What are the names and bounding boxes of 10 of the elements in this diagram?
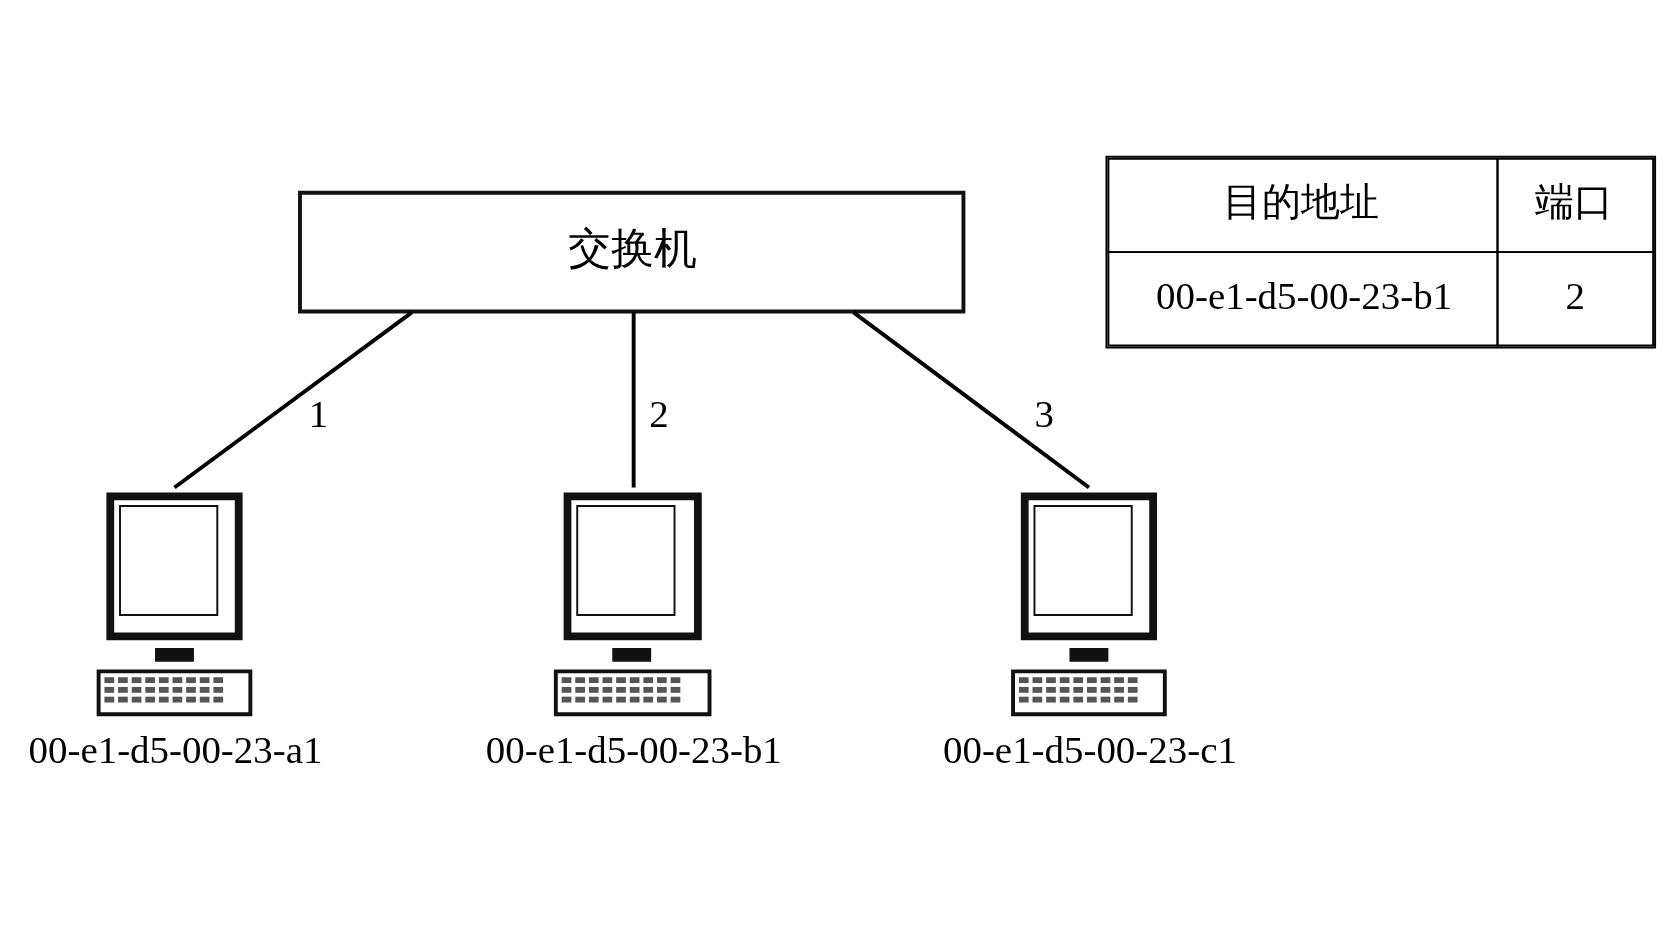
node-label: 00-e1-d5-00-23-a1 (28, 727, 323, 771)
label: 2 (1565, 273, 1586, 317)
edge-label: 3 (1034, 391, 1054, 435)
label: 00-e1-d5-00-23-b1 (1156, 273, 1453, 317)
edge-label: 2 (649, 391, 669, 435)
label: 端口 (1535, 179, 1614, 223)
edge-label: 1 (308, 391, 329, 435)
node-label: 00-e1-d5-00-23-c1 (943, 727, 1237, 771)
node-label: 00-e1-d5-00-23-b1 (485, 727, 782, 771)
label: 目的地址 (1223, 179, 1380, 223)
